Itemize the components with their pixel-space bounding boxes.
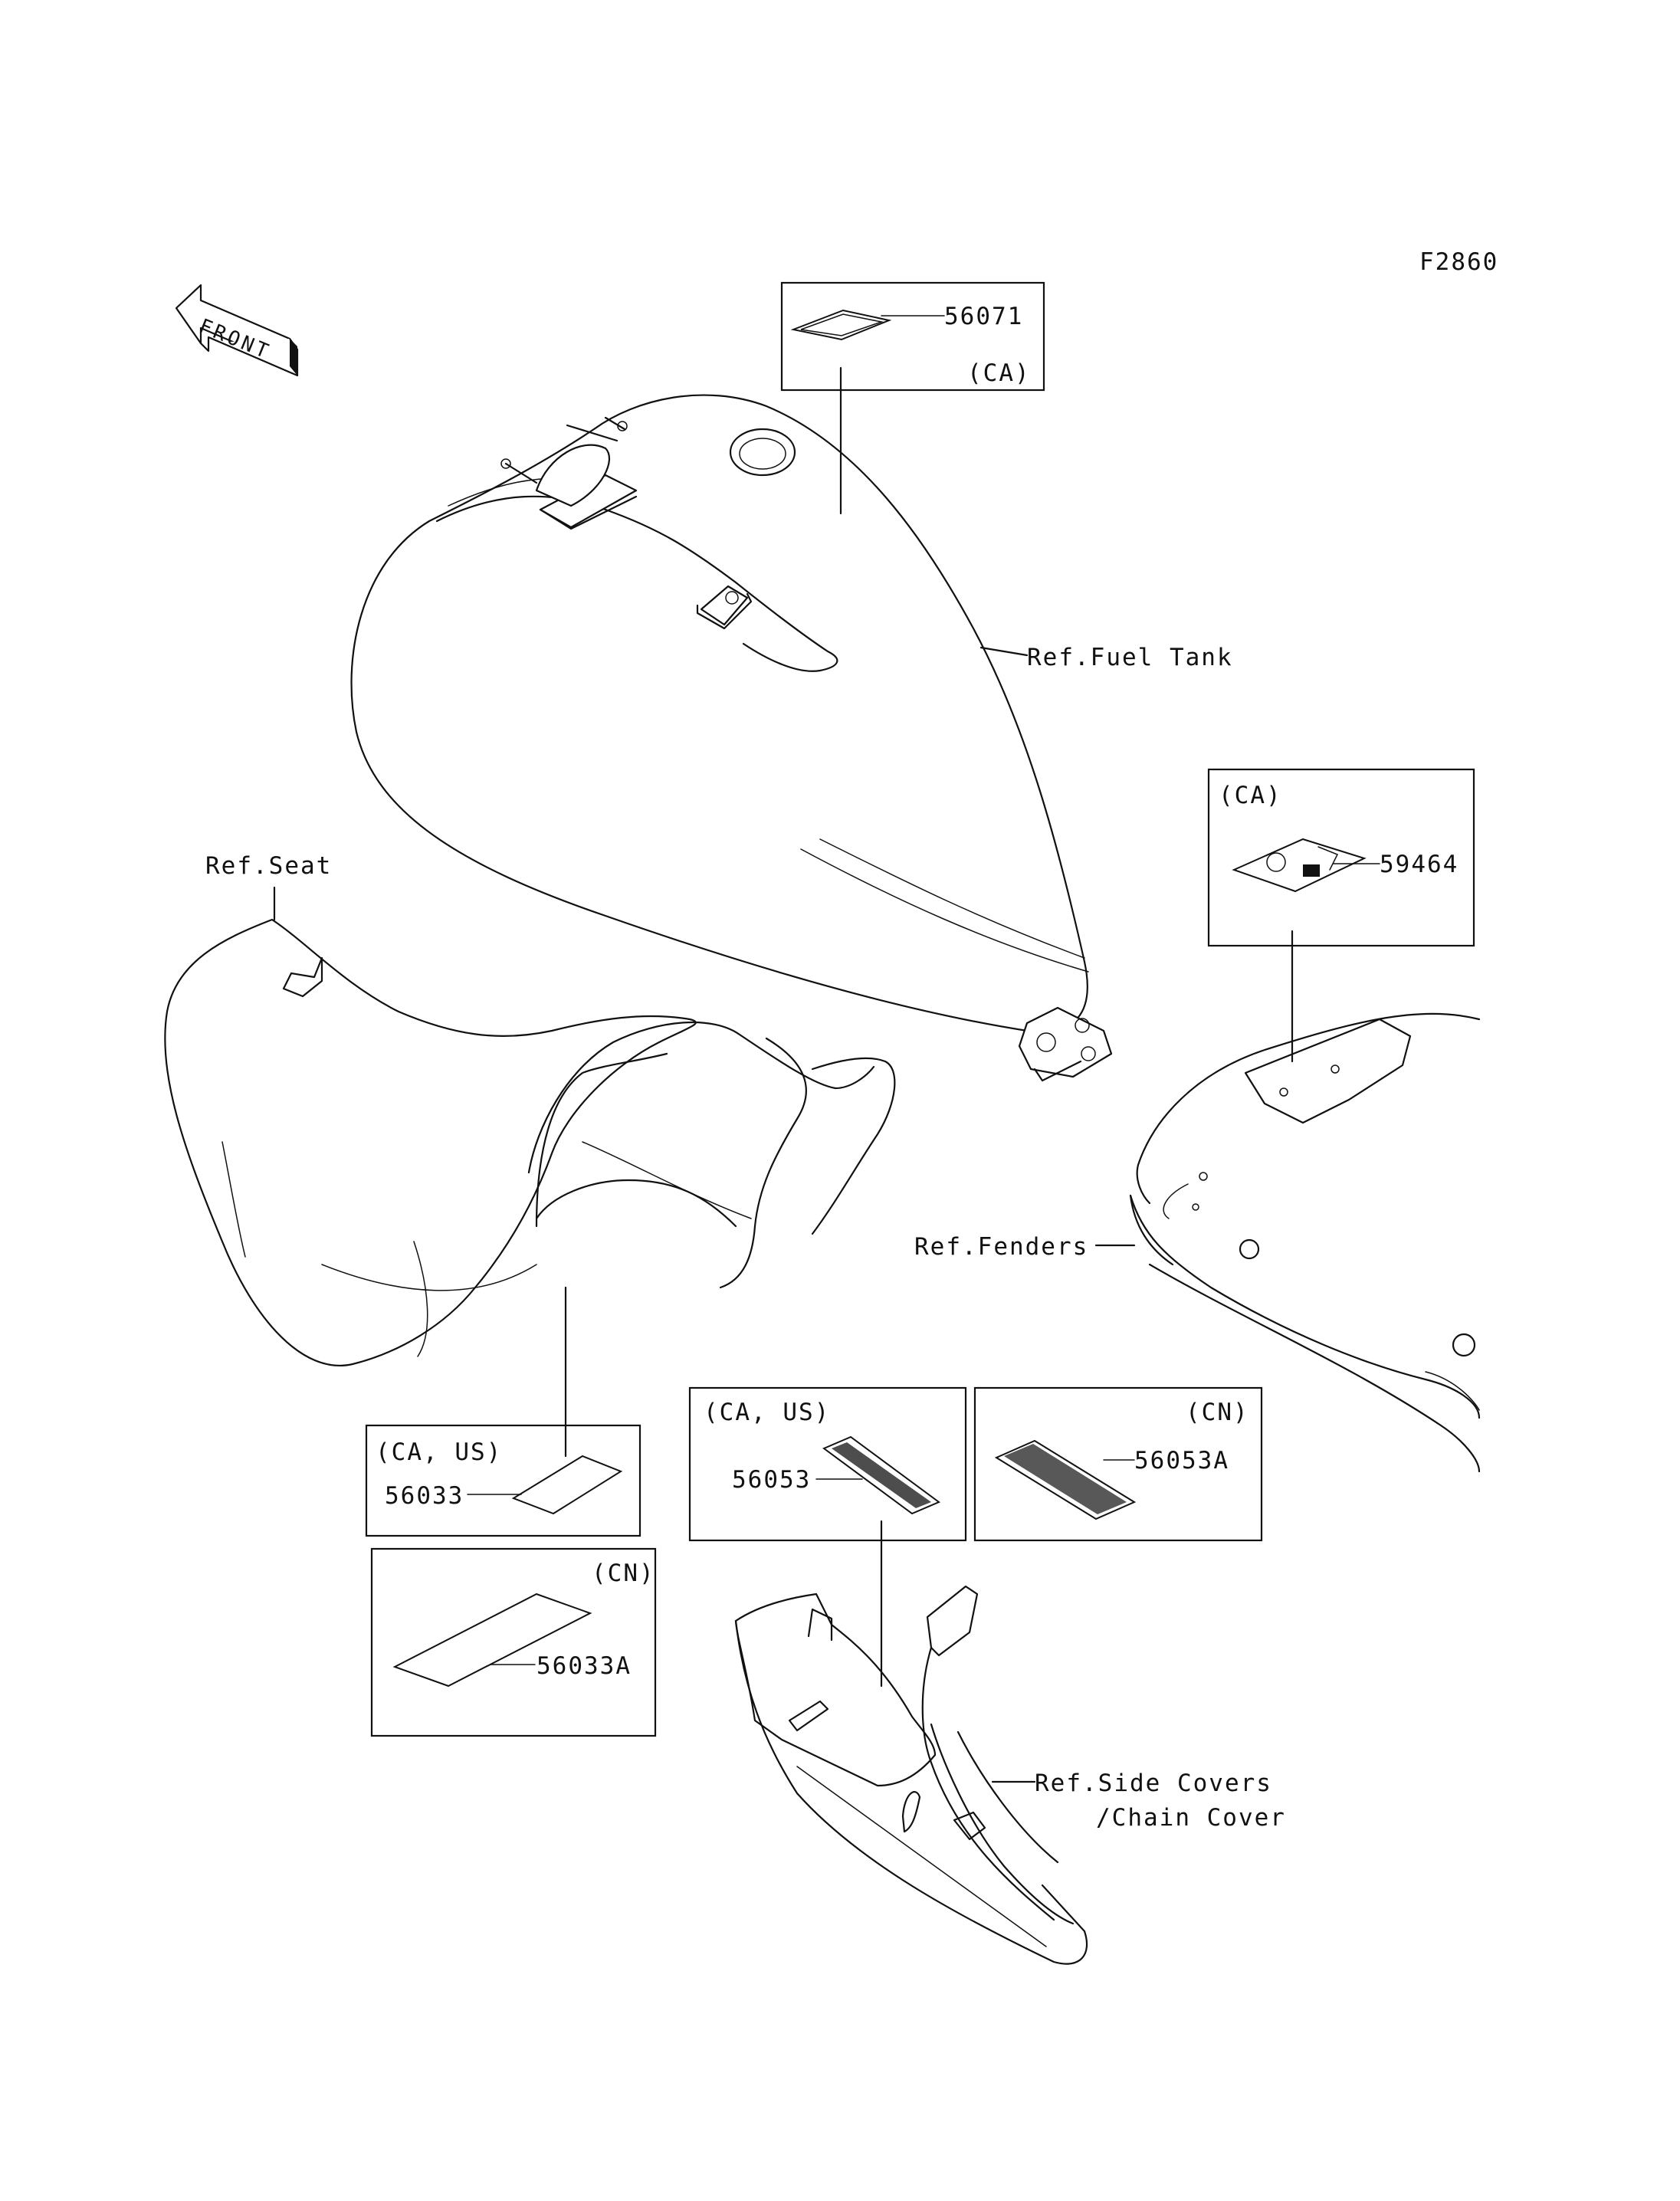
figure-id: F2860: [1419, 248, 1498, 276]
side-cover-drawing: Ref.Side Covers /Chain Cover: [734, 1585, 1286, 1965]
ref-seat-label: Ref.Seat: [205, 852, 332, 880]
part-56053-number: 56053: [732, 1466, 811, 1494]
region-56033A: (CN): [592, 1560, 655, 1587]
callout-56053-box: [688, 1386, 967, 1542]
fender-drawing: Ref.Fenders: [914, 1012, 1481, 1473]
region-56053: (CA, US): [704, 1399, 830, 1426]
callout-56033-box: [365, 1424, 641, 1537]
callout-56071-box: [780, 281, 1045, 392]
ref-fuel-tank-label: Ref.Fuel Tank: [1027, 644, 1233, 671]
label-56033A-shape: [392, 1593, 592, 1688]
region-59464: (CA): [1219, 782, 1282, 809]
label-59464-shape: [1232, 838, 1367, 893]
region-56071: (CA): [967, 359, 1031, 387]
region-56053A: (CN): [1186, 1399, 1249, 1426]
fuel-tank-drawing: Ref.Fuel Tank: [350, 394, 1233, 1082]
callout-56033A: (CN) 56033A: [370, 1547, 657, 1737]
part-56033A-number: 56033A: [536, 1652, 632, 1680]
callout-56071: 56071 (CA): [780, 281, 1045, 515]
part-56053A-number: 56053A: [1134, 1447, 1229, 1474]
region-56033: (CA, US): [376, 1438, 502, 1466]
callout-56053A: (CN) 56053A: [973, 1386, 1263, 1542]
callout-56033A-box: [370, 1547, 657, 1737]
ref-side-covers-label: Ref.Side Covers: [1035, 1770, 1272, 1797]
seat-drawing: Ref.Seat: [164, 852, 896, 1366]
callout-56053A-box: [973, 1386, 1263, 1542]
ref-fenders-label: Ref.Fenders: [914, 1233, 1088, 1261]
part-56033-number: 56033: [385, 1482, 464, 1510]
label-56033-shape: [511, 1455, 623, 1515]
part-56071-number: 56071: [944, 303, 1023, 330]
callout-59464: (CA) 59464: [1207, 768, 1475, 1063]
ref-chain-cover-label: /Chain Cover: [1096, 1804, 1286, 1832]
part-59464-number: 59464: [1380, 851, 1459, 878]
callout-56053: (CA, US) 56053: [688, 1386, 967, 1688]
front-arrow-icon: FRONT: [175, 284, 299, 377]
callout-56033: (CA, US) 56033: [365, 1286, 641, 1537]
callout-59464-box: [1207, 768, 1475, 947]
